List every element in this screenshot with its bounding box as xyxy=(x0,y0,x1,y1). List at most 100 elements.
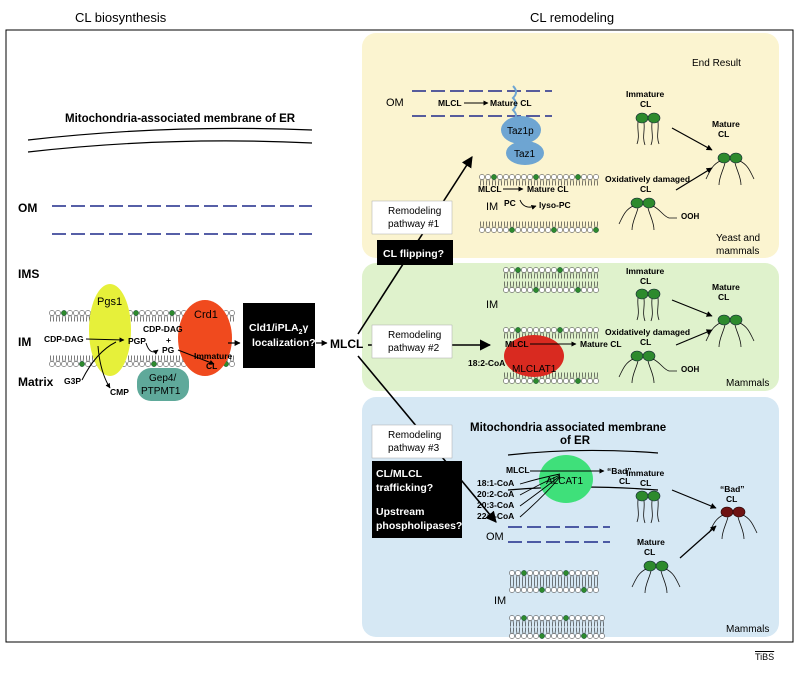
gep4-label-2: PTPMT1 xyxy=(141,386,181,397)
lipid-head xyxy=(151,310,157,322)
p2-immature-2: CL xyxy=(640,276,651,286)
p3-species: Mammals xyxy=(726,624,769,635)
p1-mature-cl-om: Mature CL xyxy=(490,98,532,108)
lipid-head xyxy=(169,310,175,322)
lipid-head xyxy=(55,355,61,367)
im-label: IM xyxy=(18,335,31,349)
p2-mature-cl: Mature CL xyxy=(580,339,622,349)
trafficking-line4: phospholipases? xyxy=(376,520,462,532)
arrow-pg-cl xyxy=(177,349,215,365)
lipid-head xyxy=(175,355,181,367)
taz1p-anchor xyxy=(511,85,517,121)
p3-bad-cl-2: CL xyxy=(619,476,630,486)
panel-pathway-2 xyxy=(362,263,779,391)
lipid-head xyxy=(55,310,61,322)
lipid-head xyxy=(169,355,175,367)
lipid-head xyxy=(85,355,91,367)
lipid-head xyxy=(229,310,235,322)
p1-arrow-pc xyxy=(519,199,537,210)
p1-pc-label: PC xyxy=(504,198,516,208)
lipid-head xyxy=(73,310,79,322)
lipid-head xyxy=(133,355,139,367)
pathway-3-line1: Remodeling xyxy=(388,430,441,441)
p3-bad-cl-1: “Bad” xyxy=(607,466,632,476)
cld1-box xyxy=(243,303,315,368)
immature-cl-left-2: CL xyxy=(206,361,217,371)
p2-im-label: IM xyxy=(486,299,498,311)
p3-mature-1: Mature xyxy=(637,537,665,547)
arrow-g3p xyxy=(81,341,117,381)
p1-mlcl-im: MLCL xyxy=(478,184,502,194)
pg-label: PG xyxy=(162,345,175,355)
cdp-dag-2-label: CDP-DAG xyxy=(143,324,183,334)
lipid-head xyxy=(175,310,181,322)
p3-coa-arrows xyxy=(519,473,561,518)
pathway-3-box xyxy=(371,424,453,459)
pgs1-enzyme xyxy=(89,284,131,376)
cl-flipping-box xyxy=(377,240,453,265)
trafficking-box xyxy=(372,461,462,538)
arrow-cdpdag-pgp xyxy=(85,337,125,343)
p3-title-1: Mitochondria associated membrane xyxy=(470,422,666,434)
pathway-1-line1: Remodeling xyxy=(388,206,441,217)
lipid-head xyxy=(157,355,163,367)
p3-title-2: of ER xyxy=(560,435,591,447)
arrow-pgp-pg xyxy=(145,342,159,355)
alcat1-enzyme xyxy=(539,455,593,503)
p1-lyso-pc: lyso-PC xyxy=(539,200,571,210)
pathway-1-line2: pathway #1 xyxy=(388,219,440,230)
end-result-label: End Result xyxy=(692,58,741,69)
p1-immature-2: CL xyxy=(640,99,651,109)
p2-mature-2: CL xyxy=(718,292,729,302)
p3-om-label: OM xyxy=(486,531,504,543)
mlcl-center-label: MLCL xyxy=(330,337,363,351)
cld1-label-2: localization? xyxy=(252,337,316,349)
heading-biosynthesis: CL biosynthesis xyxy=(75,10,167,25)
cmp-label: CMP xyxy=(110,387,129,397)
p1-species-1: Yeast and xyxy=(716,233,760,244)
p1-arrow-immature-mature xyxy=(671,127,713,151)
lipid-head xyxy=(49,310,55,322)
p3-mature-2: CL xyxy=(644,547,655,557)
pathway-2-line1: Remodeling xyxy=(388,330,441,341)
p1-arrow-oxid-mature xyxy=(675,167,713,191)
taz1p-enzyme xyxy=(501,116,541,144)
trafficking-line2: trafficking? xyxy=(376,482,433,494)
p1-mature-1: Mature xyxy=(712,119,740,129)
p1-oxid-2: CL xyxy=(640,184,651,194)
lipid-head xyxy=(49,355,55,367)
trafficking-line1: CL/MLCL xyxy=(376,468,423,480)
trafficking-line3: Upstream xyxy=(376,506,424,518)
p3-im-label: IM xyxy=(494,595,506,607)
immature-cl-left-1: Immature xyxy=(194,351,233,361)
lipid-head xyxy=(157,310,163,322)
lipid-head xyxy=(79,355,85,367)
p1-immature-1: Immature xyxy=(626,89,665,99)
outer-frame xyxy=(5,29,794,643)
p2-mlcl: MLCL xyxy=(505,339,529,349)
p1-mature-cl-im: Mature CL xyxy=(527,184,569,194)
taz1-label: Taz1 xyxy=(514,149,536,160)
lipid-head xyxy=(145,310,151,322)
mam-label: Mitochondria-associated membrane of ER xyxy=(65,113,296,125)
lipid-head xyxy=(163,310,169,322)
pathway-2-line2: pathway #2 xyxy=(388,343,440,354)
mlclat1-enzyme xyxy=(504,335,564,377)
p2-ooh-label: OOH xyxy=(681,365,699,374)
p1-om-label: OM xyxy=(386,97,404,109)
pgs1-label: Pgs1 xyxy=(97,296,122,308)
publisher-credit: TiBS xyxy=(755,652,775,662)
lipid-head xyxy=(73,355,79,367)
p3-coa-3: 20:3-CoA xyxy=(477,500,514,510)
p3-arrow-mature-bad xyxy=(679,525,717,559)
p2-arrow-oxid-mature xyxy=(675,329,713,346)
p2-oxid-2: CL xyxy=(640,337,651,347)
panel-pathway-1 xyxy=(362,33,779,258)
p3-bad-1: “Bad” xyxy=(720,484,745,494)
gep4-enzyme xyxy=(137,368,189,401)
p2-oxid-1: Oxidatively damaged xyxy=(605,327,690,337)
p1-species-2: mammals xyxy=(716,246,759,257)
mlclat1-label: MLCLAT1 xyxy=(512,364,557,375)
p2-mature-1: Mature xyxy=(712,282,740,292)
p3-coa-2: 20:2-CoA xyxy=(477,489,514,499)
